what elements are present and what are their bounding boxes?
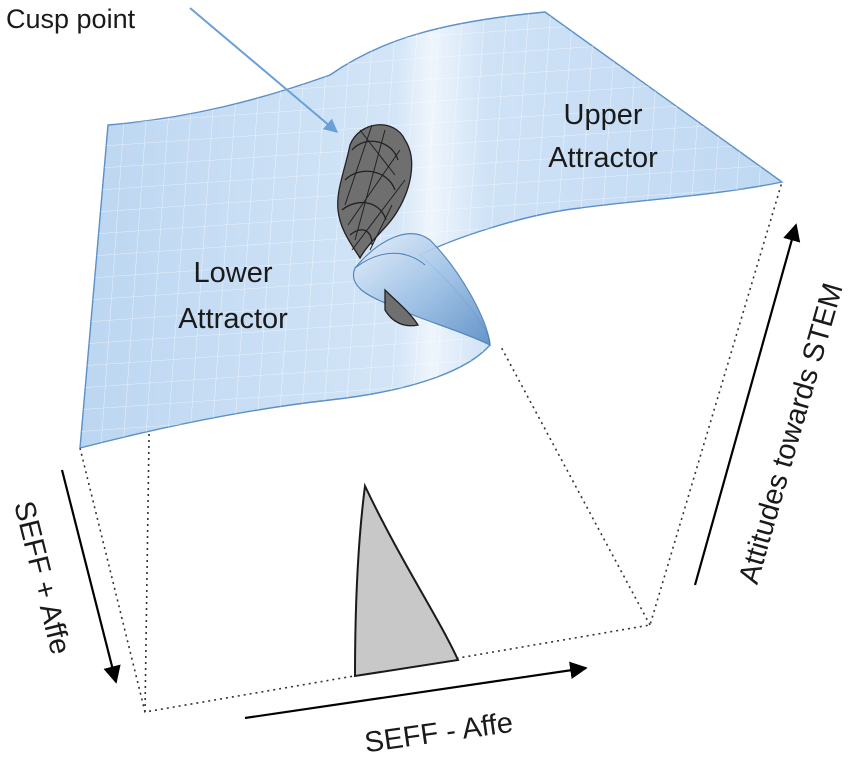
- surface-fold: [352, 233, 491, 347]
- left-axis-arrow: [60, 469, 121, 684]
- cusp-projection-triangle: [353, 482, 460, 678]
- upper-attractor-label-1: Upper: [564, 99, 643, 131]
- left-axis-label: SEFF + Affe: [7, 498, 76, 658]
- right-axis-label: Attitudes towards STEM: [733, 280, 850, 588]
- upper-attractor-label-2: Attractor: [548, 142, 658, 174]
- right-axis-arrow: [693, 223, 801, 586]
- cusp-pointer-arrow: [189, 7, 339, 133]
- scribble-cloud-icon: [337, 124, 420, 327]
- lower-attractor-label-1: Lower: [194, 257, 273, 289]
- response-surface: [79, 11, 784, 449]
- cusp-point-label: Cusp point: [6, 4, 136, 34]
- bottom-axis-arrow: [244, 661, 588, 720]
- bottom-axis-label: SEFF - Affe: [363, 707, 515, 759]
- lower-attractor-label-2: Attractor: [178, 303, 288, 335]
